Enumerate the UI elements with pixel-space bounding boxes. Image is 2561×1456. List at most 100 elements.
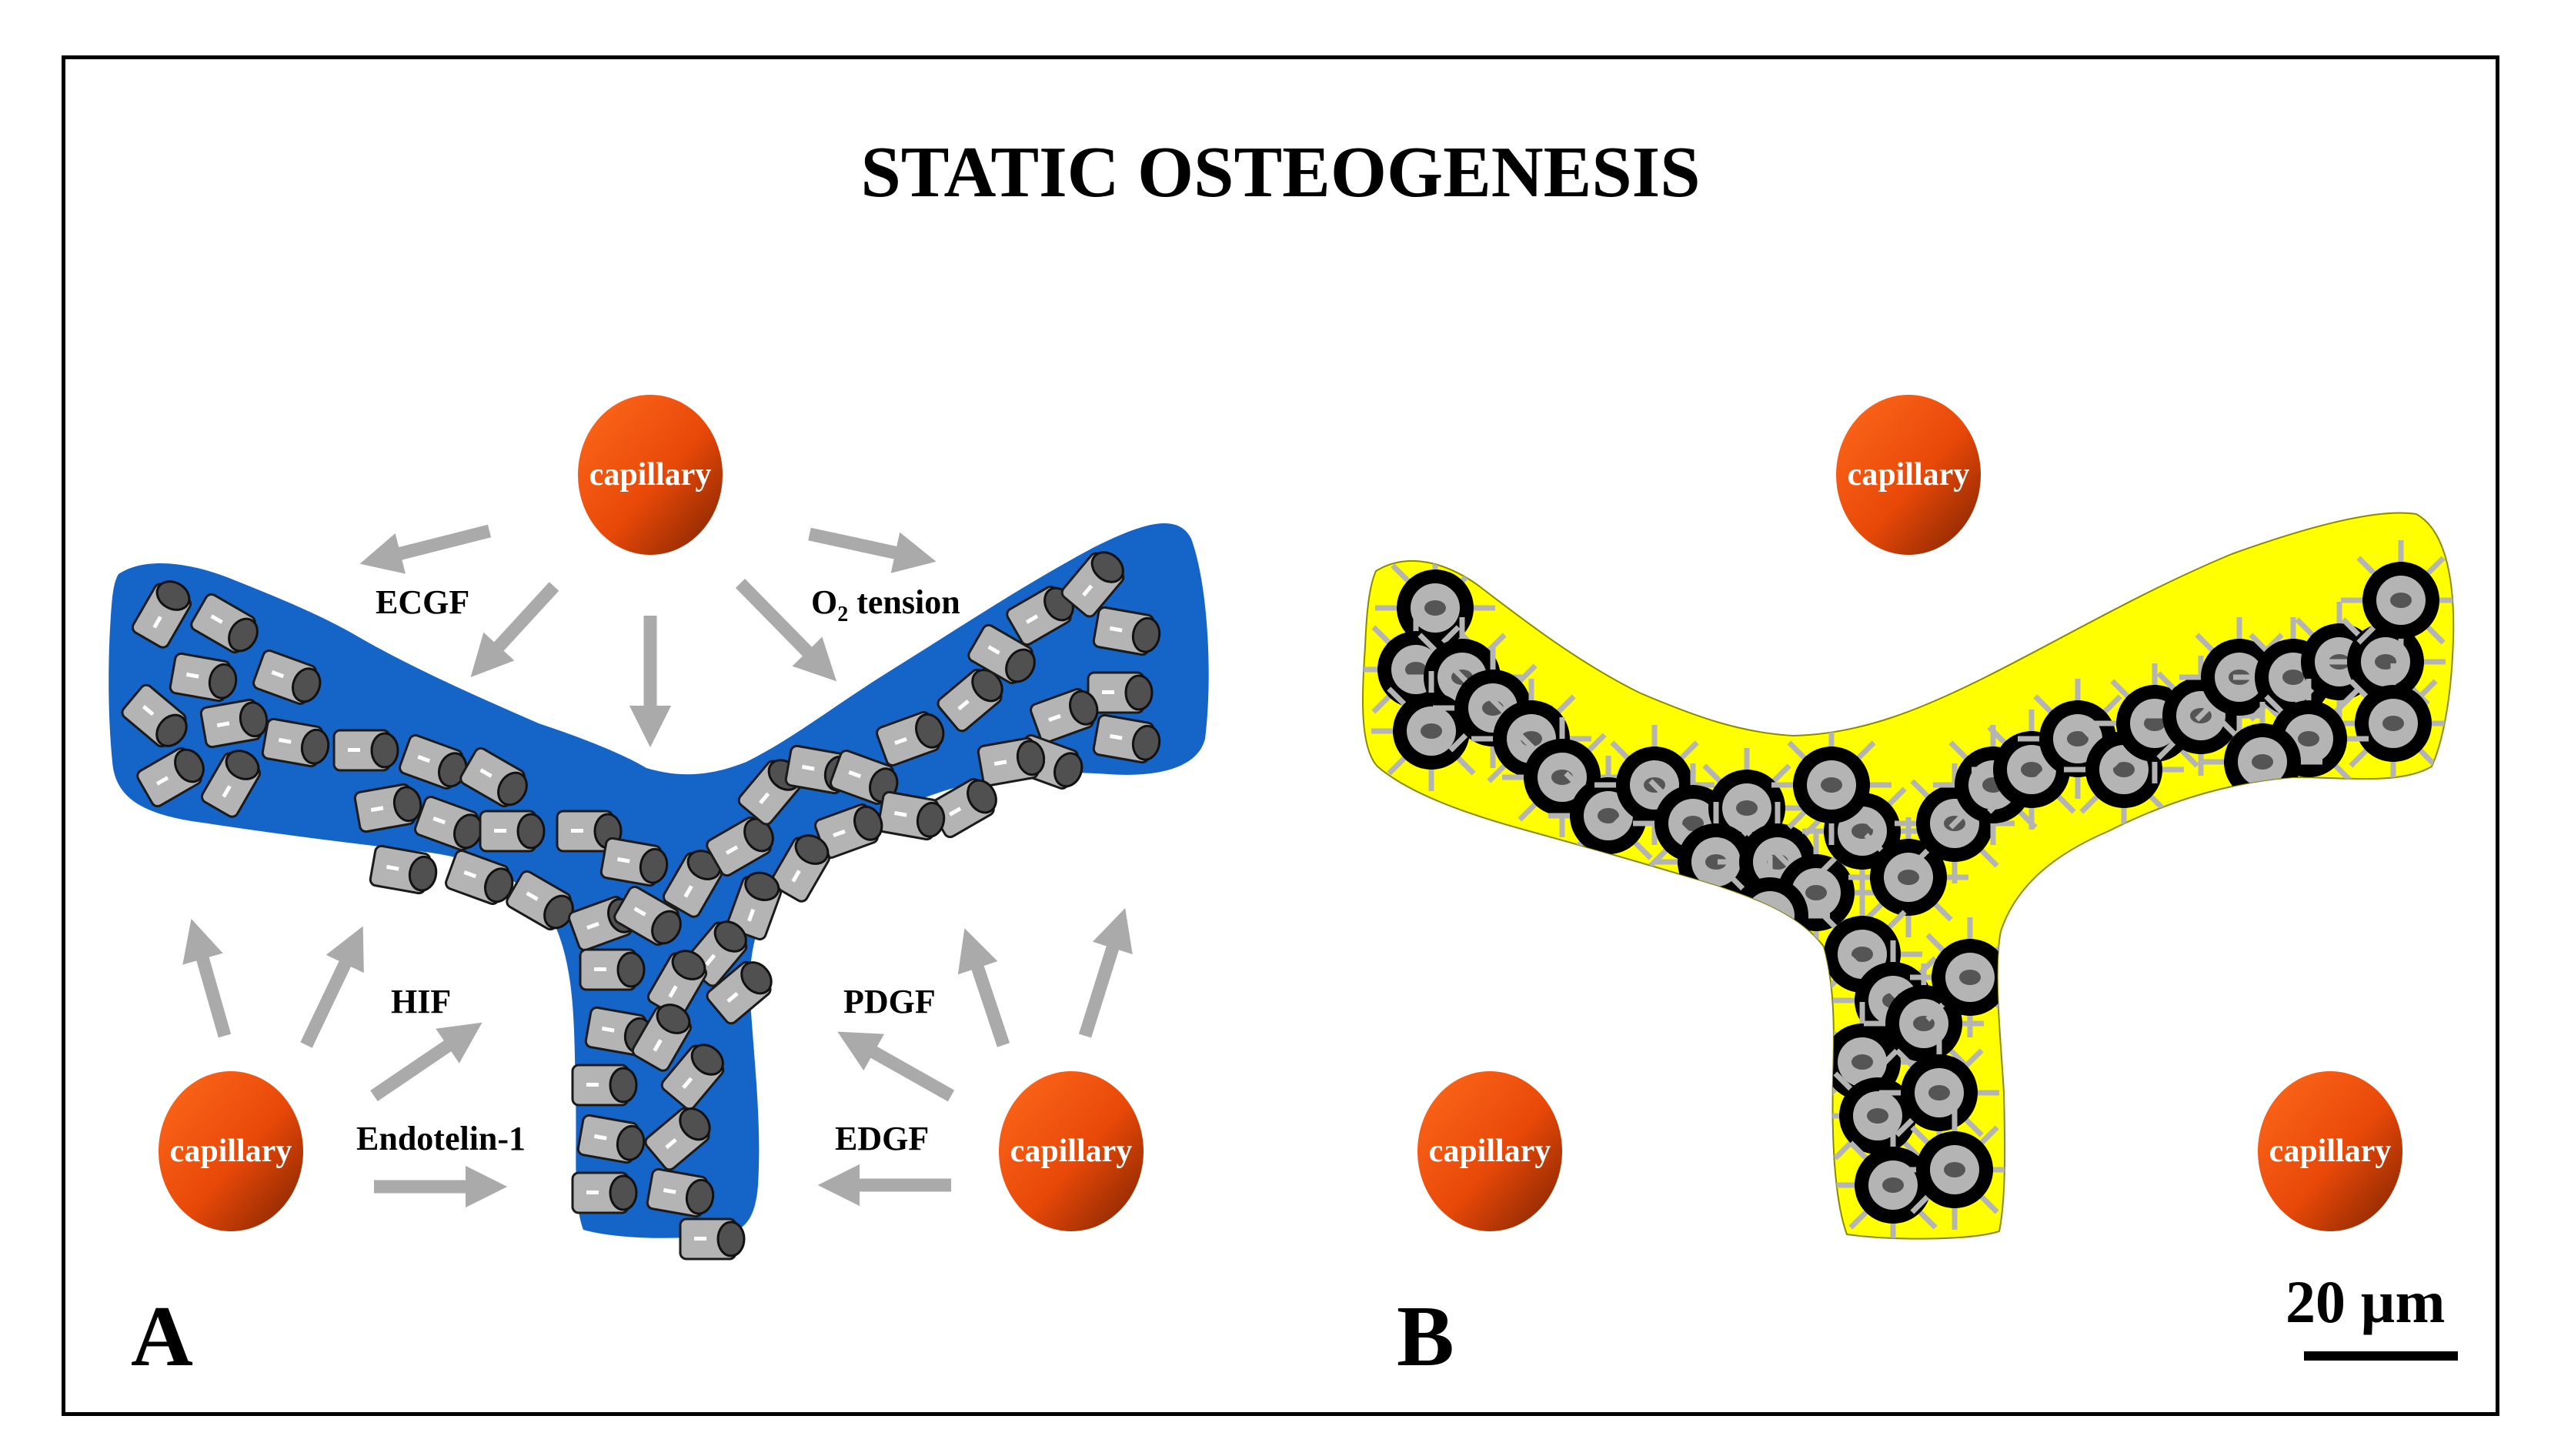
osteoblast <box>169 652 238 703</box>
osteocyte <box>2202 702 2322 822</box>
osteoblast <box>876 711 945 766</box>
capillary-b-top: capillary <box>1836 395 1981 555</box>
osteoblast <box>579 948 646 991</box>
osteoblast <box>199 698 269 749</box>
osteoblast <box>200 750 262 818</box>
capillary-b-right-label: capillary <box>2269 1134 2392 1169</box>
capillary-a-left-shape <box>159 1071 303 1231</box>
scale-bar-label: 20 µm <box>2286 1268 2445 1335</box>
osteoblast <box>332 729 399 772</box>
osteoblast <box>679 1217 746 1261</box>
osteocyte-layer <box>1362 540 2454 1239</box>
osteoblast <box>644 1107 711 1171</box>
osteoblast <box>571 1171 638 1214</box>
osteoblast <box>369 844 438 895</box>
capillary-a-top-shape <box>578 395 723 555</box>
osteoblast <box>706 960 773 1025</box>
capillary-b-right-shape <box>2258 1071 2402 1231</box>
osteoblast <box>1030 688 1099 743</box>
capillary-a-top-label: capillary <box>589 457 712 493</box>
osteoblast <box>631 1004 693 1072</box>
osteoblast <box>131 580 192 649</box>
osteoblast <box>459 746 528 808</box>
osteoblast <box>1092 606 1161 656</box>
osteoblast <box>770 834 831 903</box>
osteoblast <box>1060 551 1125 618</box>
osteoblast <box>830 750 899 805</box>
capillary-a-left-label: capillary <box>170 1134 292 1169</box>
osteoblast <box>261 717 330 768</box>
panel-label-a: A <box>131 1289 193 1384</box>
arrow-pdgf <box>837 1031 955 1102</box>
label-hif: HIF <box>391 983 451 1020</box>
capillary-a-right-label: capillary <box>1010 1134 1133 1169</box>
osteoblast <box>445 850 514 905</box>
capillary-b-top-shape <box>1836 395 1981 555</box>
osteocyte <box>1848 817 1968 937</box>
osteoblast <box>399 734 468 790</box>
osteocyte <box>1502 717 1622 837</box>
label-endotelin: Endotelin-1 <box>356 1120 526 1157</box>
osteoblast <box>353 783 422 833</box>
osteoblast <box>414 796 483 851</box>
osteoblast <box>1087 671 1154 714</box>
arrow-right-up-2 <box>957 928 1010 1047</box>
signal-arrows <box>182 524 1133 1208</box>
arrow-left-up-2 <box>300 926 364 1048</box>
panel-label-b: B <box>1397 1289 1454 1384</box>
label-o2-tension: O2 tension <box>811 583 960 626</box>
panel-b: capillary capillary capillary B 20 µm <box>1361 395 2458 1384</box>
osteoblast <box>121 683 188 748</box>
osteocyte <box>2333 663 2453 783</box>
osteoblast <box>506 870 574 931</box>
capillary-b-left: capillary <box>1417 1071 1562 1231</box>
label-pdgf: PDGF <box>843 983 936 1020</box>
label-o2-main: O <box>811 583 837 621</box>
arrow-o2-right <box>808 527 937 573</box>
arrow-left-up-1 <box>182 918 232 1038</box>
osteoblast <box>1092 713 1161 764</box>
osteoblast <box>576 1114 646 1164</box>
label-ecgf: ECGF <box>376 583 469 621</box>
capillary-b-left-label: capillary <box>1429 1134 1551 1169</box>
osteocyte <box>1879 1033 1999 1153</box>
osteoblast <box>967 623 1036 685</box>
osteocyte-group <box>1362 540 2454 1239</box>
osteoblast <box>977 736 1046 787</box>
osteoblast <box>660 1044 725 1110</box>
capillary-a-top: capillary <box>578 395 723 555</box>
label-o2-sub: 2 <box>837 603 848 626</box>
osteoblast <box>937 668 1003 733</box>
osteoblast <box>613 885 682 947</box>
osteocyte <box>2341 540 2454 660</box>
osteoblast <box>706 816 774 877</box>
osteoblast <box>646 1167 715 1218</box>
label-edgf: EDGF <box>835 1120 929 1157</box>
panel-a: capillary capillary capillary EC <box>109 395 1209 1384</box>
osteoblast <box>190 593 259 654</box>
capillary-a-left: capillary <box>159 1071 303 1231</box>
arrow-right-up-1 <box>1078 908 1133 1038</box>
osteoblast <box>929 777 997 839</box>
figure-title: STATIC OSTEOGENESIS <box>860 132 1700 212</box>
osteoblast-group <box>121 551 1161 1261</box>
osteoblast <box>876 790 946 841</box>
osteoblast <box>252 650 322 705</box>
capillary-a-right: capillary <box>999 1071 1144 1231</box>
osteocyte <box>1771 725 1892 845</box>
osteoblast <box>479 810 546 853</box>
osteoblast <box>571 1064 638 1107</box>
arrow-ecgf-left <box>359 524 492 574</box>
osteocyte <box>1910 917 2030 1037</box>
osteoblast <box>726 871 782 940</box>
osteoblast <box>814 803 883 859</box>
scale-bar <box>2304 1351 2458 1361</box>
capillary-b-right: capillary <box>2258 1071 2402 1231</box>
arrow-hif <box>370 1022 482 1102</box>
capillary-b-left-shape <box>1417 1071 1562 1231</box>
osteocyte <box>1895 1110 2015 1230</box>
label-o2-rest: tension <box>848 583 960 621</box>
arrow-ecgf-down <box>470 582 559 678</box>
osteoblast <box>599 837 669 887</box>
osteoblast <box>136 746 205 808</box>
